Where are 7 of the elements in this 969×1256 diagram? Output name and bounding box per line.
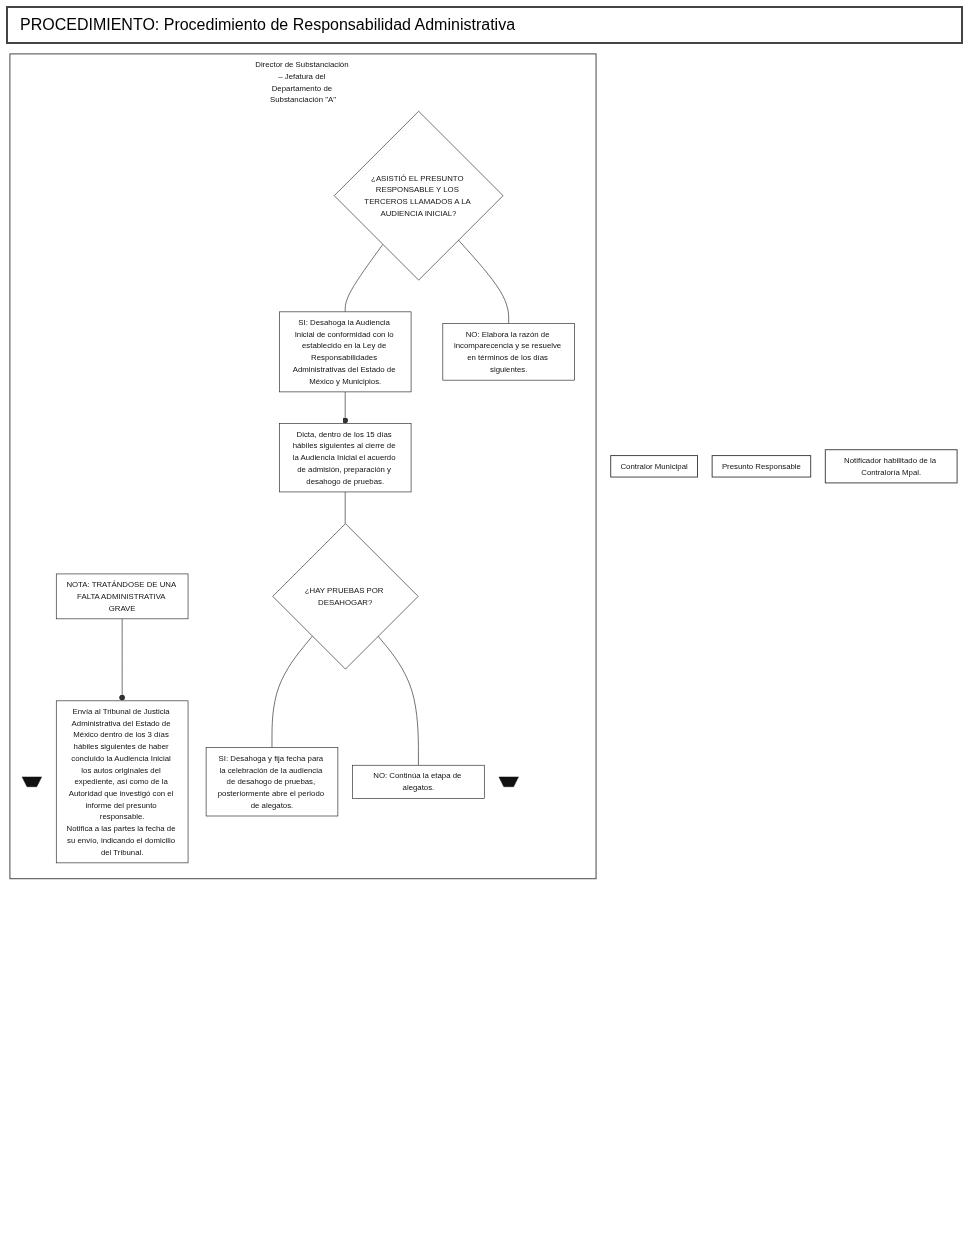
node-connector (498, 776, 519, 787)
connector (271, 635, 313, 748)
node-connector (21, 776, 42, 787)
connector (458, 239, 509, 324)
connector (344, 244, 384, 313)
diagram-title: PROCEDIMIENTO: Procedimiento de Responsabilidad Administrativa (6, 6, 963, 44)
connector (377, 635, 419, 766)
